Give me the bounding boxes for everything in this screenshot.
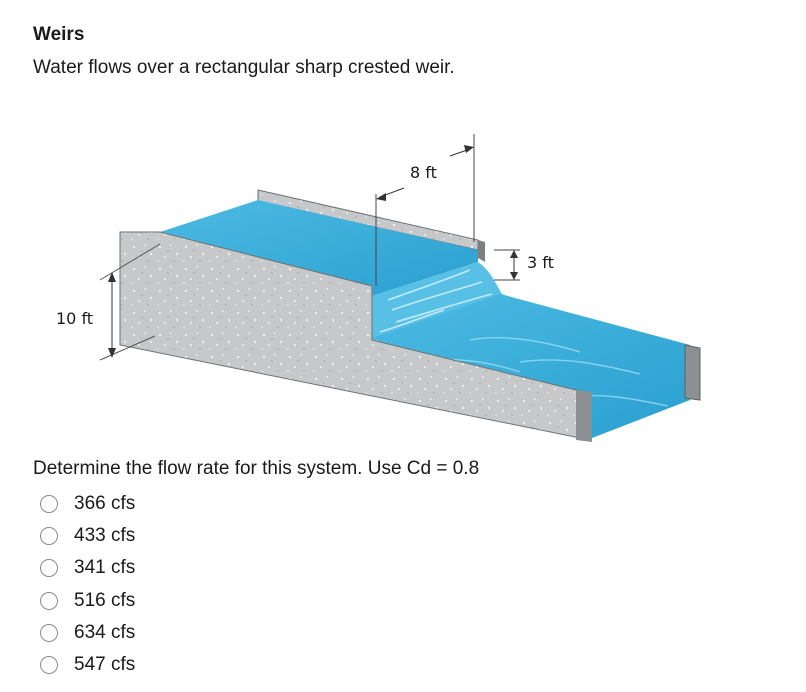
answer-label: 547 cfs <box>74 654 136 676</box>
weir-figure: 10 ft 8 ft 3 ft <box>56 134 701 442</box>
question-heading: Weirs <box>33 24 85 45</box>
answer-option[interactable]: 433 cfs <box>40 520 135 552</box>
question-intro: Water flows over a rectangular sharp cre… <box>33 57 455 78</box>
head-dimension: 3 ft <box>494 249 554 281</box>
radio-button[interactable] <box>40 495 58 514</box>
question-text: Determine the flow rate for this system.… <box>33 458 480 479</box>
upstream-water <box>160 200 478 300</box>
radio-button[interactable] <box>40 591 58 610</box>
radio-button[interactable] <box>40 559 58 578</box>
answer-option[interactable]: 341 cfs <box>40 552 135 584</box>
radio-button[interactable] <box>40 527 58 546</box>
answer-option[interactable]: 366 cfs <box>40 488 135 520</box>
answer-label: 516 cfs <box>74 589 136 611</box>
answer-label: 366 cfs <box>74 493 136 515</box>
answer-option[interactable]: 547 cfs <box>40 649 135 681</box>
radio-button[interactable] <box>40 623 58 642</box>
height-dimension: 10 ft <box>56 243 161 361</box>
answer-options: 366 cfs 433 cfs 341 cfs 516 cfs 634 cfs … <box>40 488 135 681</box>
answer-option[interactable]: 516 cfs <box>40 585 135 617</box>
width-dimension: 8 ft <box>375 134 475 286</box>
height-label: 10 ft <box>56 309 93 328</box>
width-label: 8 ft <box>410 163 437 182</box>
radio-button[interactable] <box>40 656 58 675</box>
downstream-water <box>372 294 690 438</box>
answer-option[interactable]: 634 cfs <box>40 617 135 649</box>
answer-label: 433 cfs <box>74 525 136 547</box>
answer-label: 634 cfs <box>74 621 136 643</box>
head-label: 3 ft <box>527 253 554 272</box>
answer-label: 341 cfs <box>74 557 136 579</box>
